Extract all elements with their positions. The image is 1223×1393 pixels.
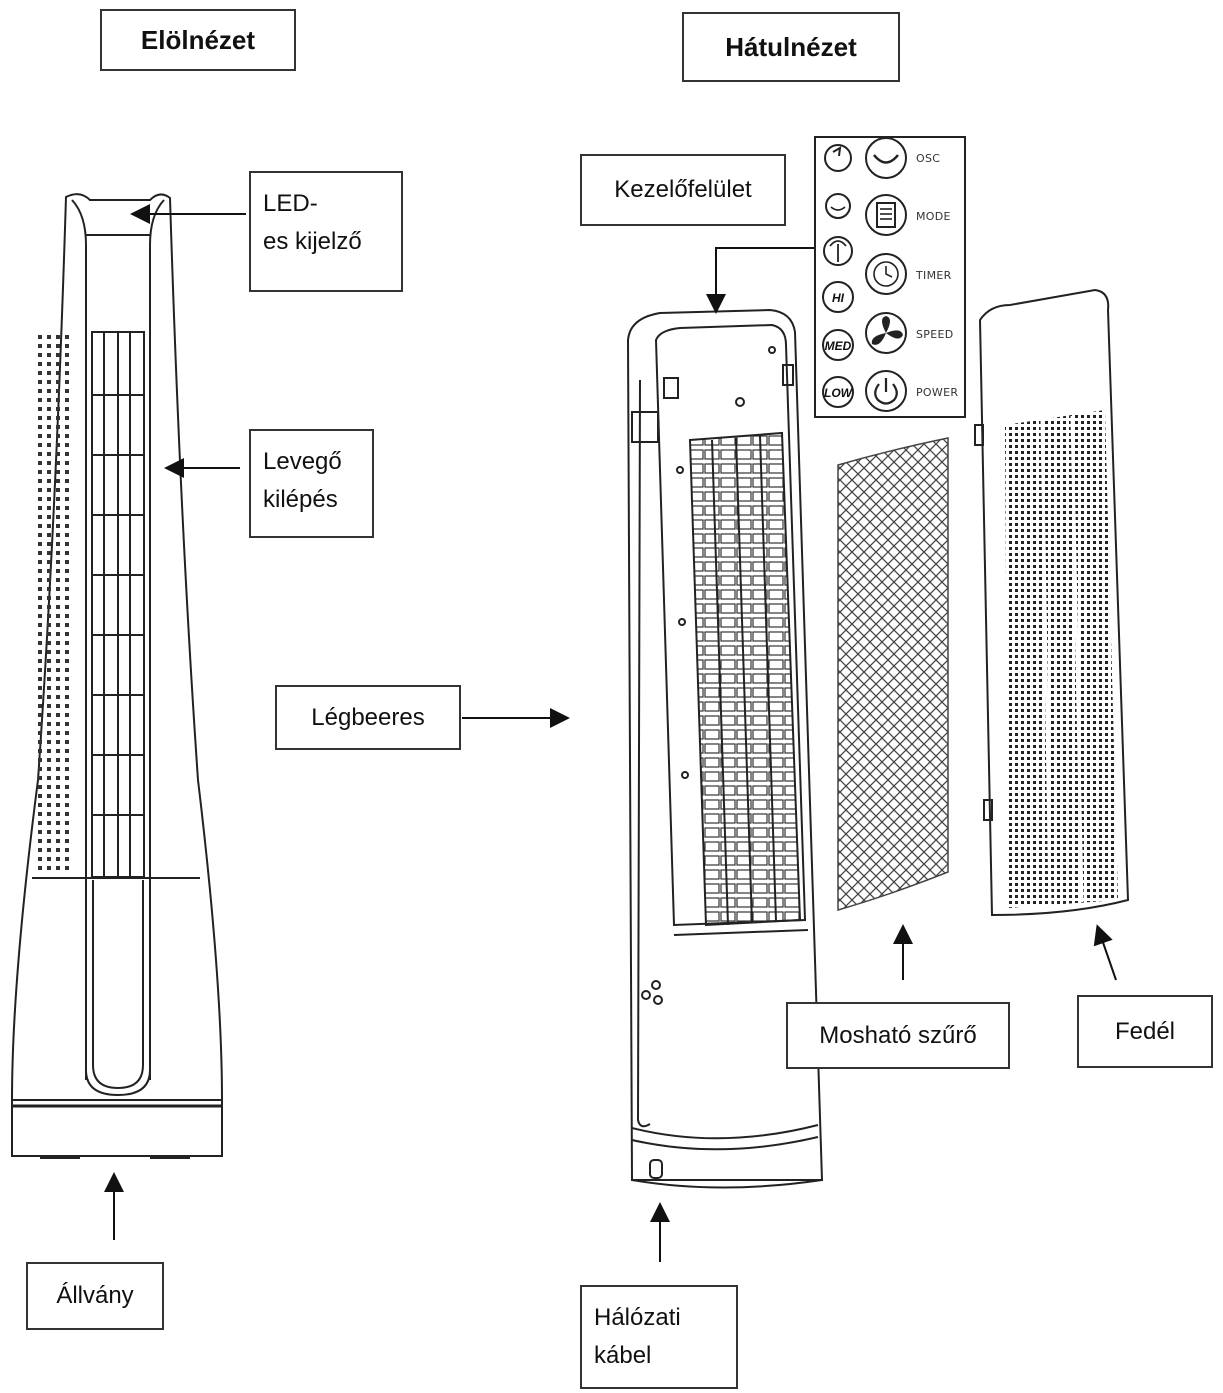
front-view-heading: Elölnézet bbox=[100, 9, 296, 71]
arrow-control bbox=[706, 247, 814, 314]
control-panel: HI MED LOW OSC MODE TIMER SPEED POWER bbox=[814, 136, 966, 418]
air-outlet-line1: Levegő bbox=[263, 448, 342, 475]
power-icon bbox=[865, 370, 907, 412]
stand-label: Állvány bbox=[26, 1262, 164, 1330]
mode-label: MODE bbox=[916, 210, 951, 223]
led-label-line1: LED- bbox=[263, 190, 318, 217]
led-display-label: LED- es kijelző bbox=[249, 171, 403, 292]
callout-arrows bbox=[104, 204, 1117, 1262]
timer-label: TIMER bbox=[915, 269, 952, 282]
osc-icon bbox=[865, 137, 907, 179]
led-label-line2: es kijelző bbox=[263, 228, 362, 255]
front-fan bbox=[10, 193, 224, 1159]
back-view-heading: Hátulnézet bbox=[682, 12, 900, 82]
timer-icon bbox=[865, 253, 907, 295]
back-fan-body bbox=[626, 308, 824, 1189]
speed-label: SPEED bbox=[916, 328, 954, 341]
control-panel-label: Kezelőfelület bbox=[580, 154, 786, 226]
speed-fan-icon bbox=[865, 312, 907, 354]
power-cable-line1: Hálózati bbox=[594, 1304, 681, 1331]
washable-filter bbox=[837, 437, 949, 911]
osc-label: OSC bbox=[916, 152, 940, 165]
mode-icon bbox=[865, 194, 907, 236]
hi-button-label: HI bbox=[832, 291, 845, 305]
low-button-label: LOW bbox=[824, 386, 854, 400]
cover-label: Fedél bbox=[1077, 995, 1213, 1068]
air-outlet-line2: kilépés bbox=[263, 486, 338, 513]
cover bbox=[974, 288, 1130, 917]
power-label: POWER bbox=[916, 386, 958, 399]
air-outlet-label: Levegő kilépés bbox=[249, 429, 374, 538]
sleep-icon bbox=[825, 193, 851, 219]
air-inlet-label: Légbeeres bbox=[275, 685, 461, 750]
rotate-icon bbox=[824, 144, 852, 172]
arrow-cover bbox=[1093, 924, 1117, 981]
power-cable-label: Hálózati kábel bbox=[580, 1285, 738, 1389]
nature-icon bbox=[823, 236, 853, 266]
power-cable-line2: kábel bbox=[594, 1342, 652, 1369]
med-button-label: MED bbox=[825, 339, 852, 353]
washable-filter-label: Mosható szűrő bbox=[786, 1002, 1010, 1069]
